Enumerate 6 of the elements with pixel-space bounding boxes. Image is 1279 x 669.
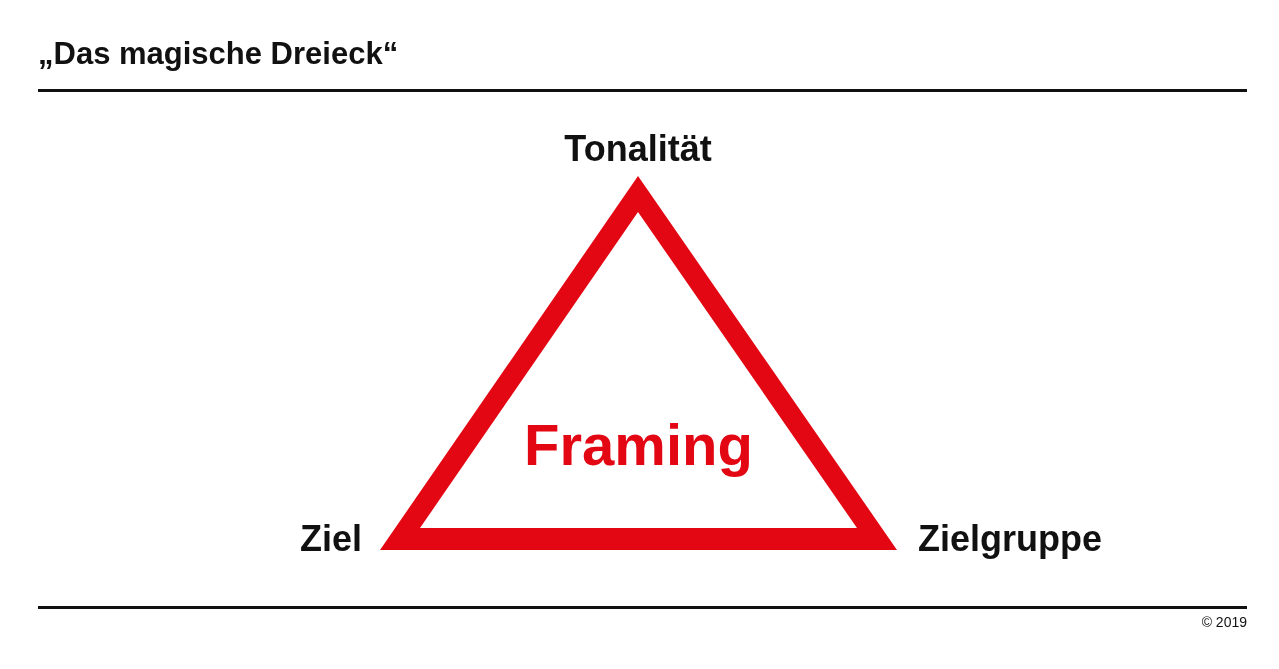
corner-label: Zielgruppe xyxy=(918,518,1102,560)
corner-label: Ziel xyxy=(300,518,362,560)
copyright-note: © 2019 xyxy=(1201,614,1247,630)
title: „Das magische Dreieck“ xyxy=(38,36,399,72)
center-label: Framing xyxy=(523,411,754,478)
corner-label: Tonalität xyxy=(564,128,712,170)
